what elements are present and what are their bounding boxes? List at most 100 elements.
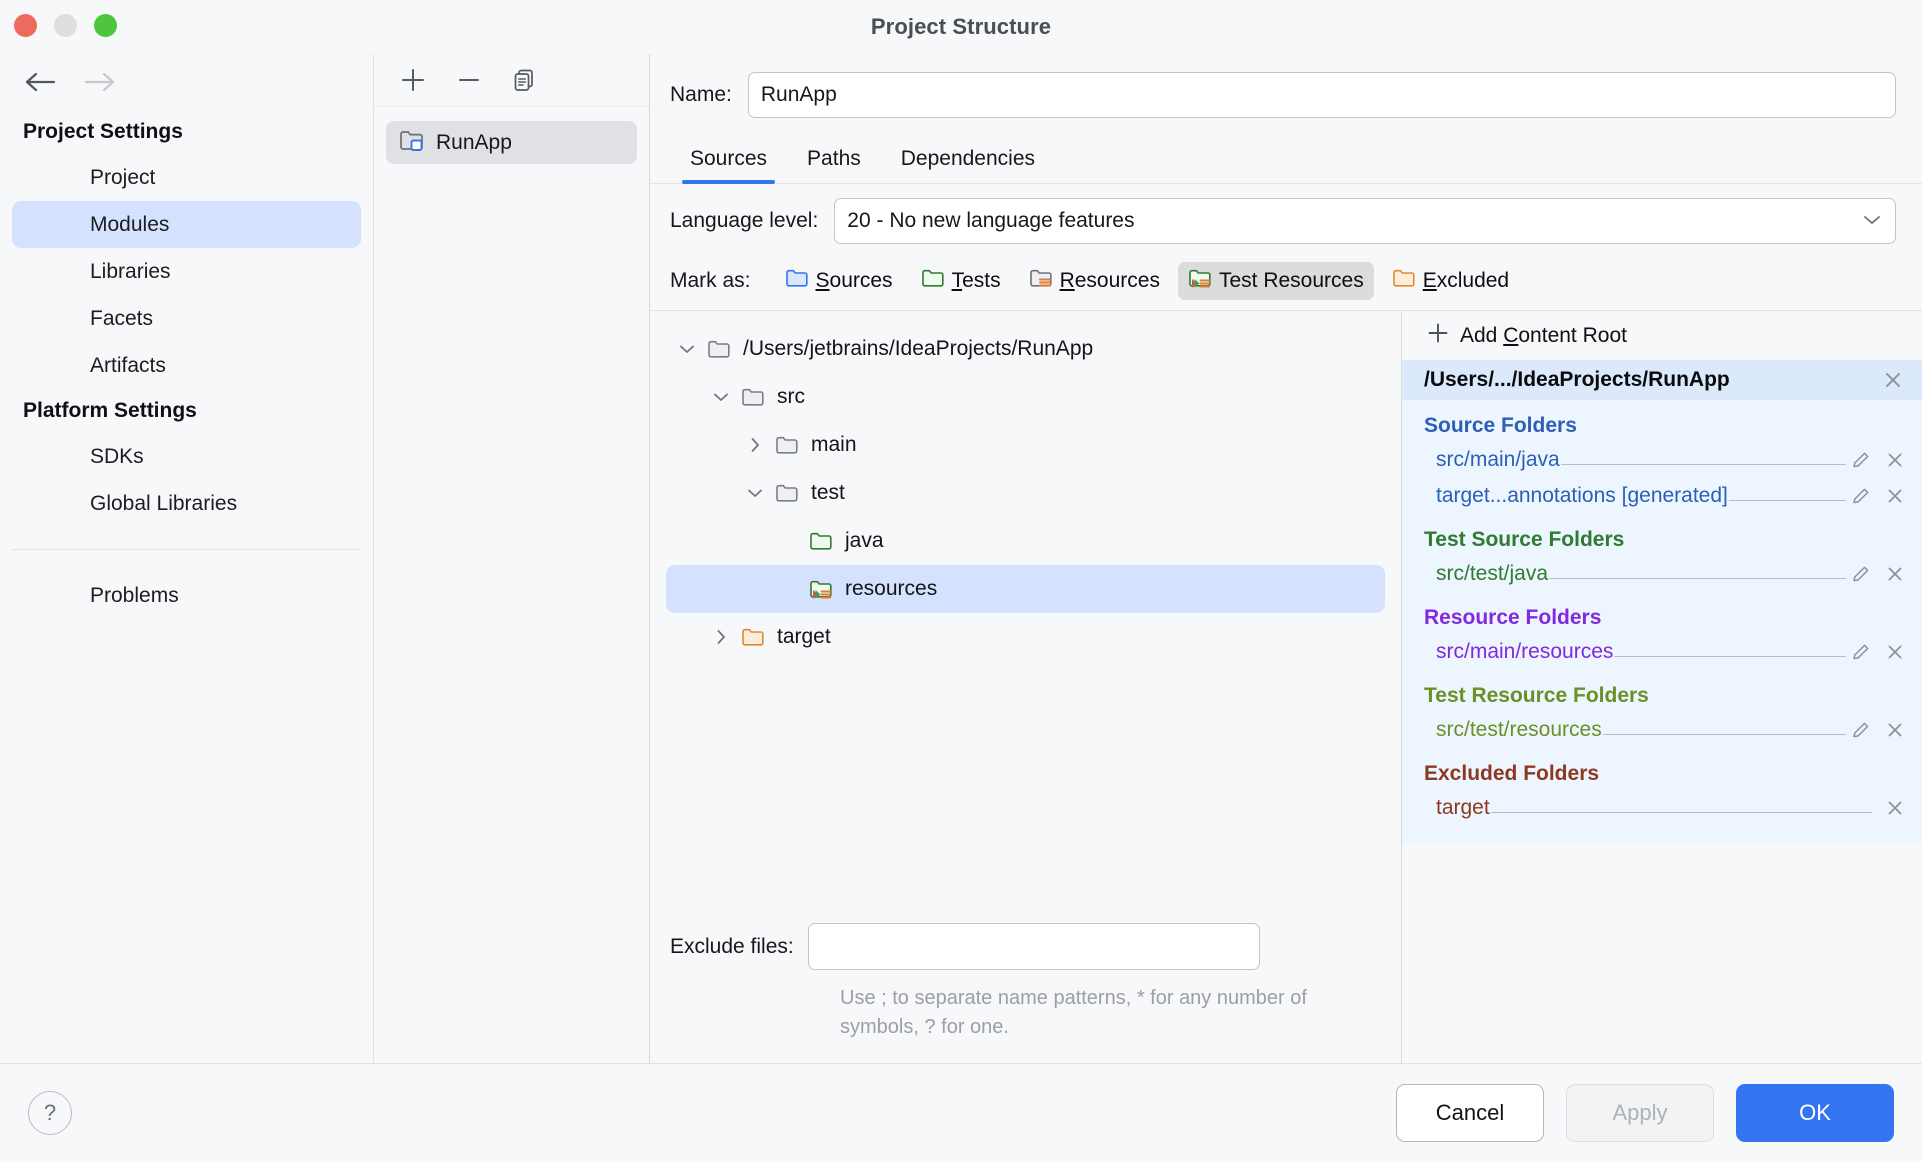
folder-row[interactable]: src/test/java: [1402, 556, 1922, 592]
sidebar-item-global-libraries[interactable]: Global Libraries: [90, 491, 238, 515]
plus-icon[interactable]: [398, 65, 428, 95]
folder-path: target...annotations [generated]: [1436, 484, 1728, 507]
close-icon[interactable]: [1882, 642, 1908, 662]
close-icon[interactable]: [1882, 450, 1908, 470]
folder-group-test-resource-folders: Test Resource Folders src/test/resources: [1402, 670, 1922, 748]
help-button[interactable]: ?: [28, 1091, 72, 1135]
folder-group-title: Excluded Folders: [1424, 762, 1600, 785]
dialog-footer: ? Cancel Apply OK: [0, 1063, 1922, 1162]
sidebar-item-artifacts[interactable]: Artifacts: [90, 353, 166, 377]
tree-row-resources[interactable]: resources: [666, 565, 1385, 613]
language-level-dropdown[interactable]: 20 - No new language features: [834, 198, 1896, 244]
tree-row-target[interactable]: target: [666, 613, 1385, 661]
tree-row-root[interactable]: /Users/jetbrains/IdeaProjects/RunApp: [666, 325, 1385, 373]
sidebar-item-sdks[interactable]: SDKs: [90, 444, 144, 468]
chevron-down-icon[interactable]: [670, 343, 704, 355]
mark-as-excluded-button[interactable]: Excluded: [1382, 262, 1519, 300]
close-icon[interactable]: [1882, 720, 1908, 740]
folder-group-resource-folders: Resource Folders src/main/resources: [1402, 592, 1922, 670]
chevron-down-icon[interactable]: [704, 391, 738, 403]
chevron-right-icon[interactable]: [704, 628, 738, 646]
content-root-header: /Users/.../IdeaProjects/RunApp: [1402, 360, 1922, 400]
close-icon[interactable]: [1882, 798, 1908, 818]
sidebar-item-modules[interactable]: Modules: [12, 201, 361, 248]
folder-row[interactable]: src/main/java: [1402, 442, 1922, 478]
window-controls: [14, 14, 117, 37]
tab-sources[interactable]: Sources: [670, 138, 787, 184]
exclude-files-input[interactable]: [807, 923, 1260, 971]
folder-row[interactable]: src/main/resources: [1402, 634, 1922, 670]
folder-group-title: Test Source Folders: [1424, 528, 1625, 551]
close-icon[interactable]: [1880, 369, 1906, 391]
sidebar-item-project[interactable]: Project: [90, 165, 156, 189]
mark-as-resources-button[interactable]: Resources: [1019, 262, 1170, 300]
arrow-left-icon[interactable]: [24, 71, 56, 93]
pencil-icon[interactable]: [1848, 720, 1874, 740]
chevron-right-icon[interactable]: [738, 436, 772, 454]
chevron-down-icon[interactable]: [738, 487, 772, 499]
module-name-label: Name:: [670, 83, 732, 106]
minus-icon[interactable]: [454, 65, 484, 95]
content-root-card: /Users/.../IdeaProjects/RunApp Source Fo…: [1402, 360, 1922, 844]
row-filler: [1490, 811, 1872, 813]
settings-sidebar: Project Settings Project Modules Librari…: [0, 54, 373, 1063]
content-root-path: /Users/.../IdeaProjects/RunApp: [1424, 368, 1730, 391]
maximize-button[interactable]: [94, 14, 117, 37]
add-content-root-button[interactable]: Add Content Root: [1402, 311, 1922, 360]
ok-button[interactable]: OK: [1736, 1084, 1894, 1142]
folder-row[interactable]: src/test/resources: [1402, 712, 1922, 748]
sidebar-item-problems[interactable]: Problems: [90, 583, 179, 607]
folder-group-title: Source Folders: [1424, 414, 1577, 437]
mark-as-sources-button[interactable]: Sources: [775, 262, 903, 300]
mark-as-resources-mnemonic: R: [1059, 269, 1075, 292]
module-list: RunApp: [374, 107, 649, 164]
tree-row-label: main: [811, 433, 857, 456]
exclude-files-label: Exclude files:: [670, 935, 794, 959]
card-padding: [1402, 826, 1922, 844]
tree-row-java[interactable]: java: [666, 517, 1385, 565]
mark-as-tests-button[interactable]: Tests: [911, 262, 1011, 300]
detail-tabs: Sources Paths Dependencies: [650, 138, 1922, 184]
nav-history-bar: [0, 54, 373, 110]
pencil-icon[interactable]: [1848, 564, 1874, 584]
cancel-button[interactable]: Cancel: [1396, 1084, 1544, 1142]
pencil-icon[interactable]: [1848, 642, 1874, 662]
tab-paths[interactable]: Paths: [787, 138, 881, 183]
tree-row-main[interactable]: main: [666, 421, 1385, 469]
pencil-icon[interactable]: [1848, 450, 1874, 470]
folder-path: src/test/java: [1436, 562, 1549, 585]
mark-as-test-resources-button[interactable]: Test Resources: [1177, 262, 1374, 300]
add-content-root-mnemonic: C: [1503, 323, 1519, 347]
sidebar-item-facets[interactable]: Facets: [90, 306, 154, 330]
close-button[interactable]: [14, 14, 37, 37]
folder-group-source-folders: Source Folders src/main/java: [1402, 400, 1922, 514]
mark-as-toolbar: Mark as: Sources Tests: [650, 254, 1922, 310]
sidebar-item-libraries[interactable]: Libraries: [90, 259, 171, 283]
source-tree: /Users/jetbrains/IdeaProjects/RunApp src: [650, 311, 1401, 923]
title-bar: Project Structure: [0, 0, 1922, 54]
close-icon[interactable]: [1882, 486, 1908, 506]
folder-tests-icon: [921, 267, 945, 295]
nav-group-title-project-settings: Project Settings: [23, 120, 183, 143]
mark-as-test-resources-label: Test Resources: [1218, 269, 1364, 292]
folder-group-title: Test Resource Folders: [1424, 684, 1649, 707]
folder-excluded-icon: [738, 626, 768, 648]
minimize-button[interactable]: [54, 14, 77, 37]
folder-row[interactable]: target: [1402, 790, 1922, 826]
copy-icon[interactable]: [510, 65, 540, 95]
module-name-input[interactable]: RunApp: [747, 72, 1896, 118]
tab-dependencies[interactable]: Dependencies: [881, 138, 1055, 183]
folder-row[interactable]: target...annotations [generated]: [1402, 478, 1922, 514]
close-icon[interactable]: [1882, 564, 1908, 584]
tree-row-src[interactable]: src: [666, 373, 1385, 421]
pencil-icon[interactable]: [1848, 486, 1874, 506]
module-list-item-runapp[interactable]: RunApp: [386, 121, 637, 164]
module-detail-panel: Name: RunApp Sources Paths Dependencies: [650, 54, 1922, 1063]
folder-test-resources-icon: [806, 578, 836, 600]
tree-row-test[interactable]: test: [666, 469, 1385, 517]
window-title: Project Structure: [870, 14, 1052, 39]
folder-group-test-source-folders: Test Source Folders src/test/java: [1402, 514, 1922, 592]
tree-row-label: test: [811, 481, 845, 504]
tab-sources-label: Sources: [690, 147, 768, 170]
